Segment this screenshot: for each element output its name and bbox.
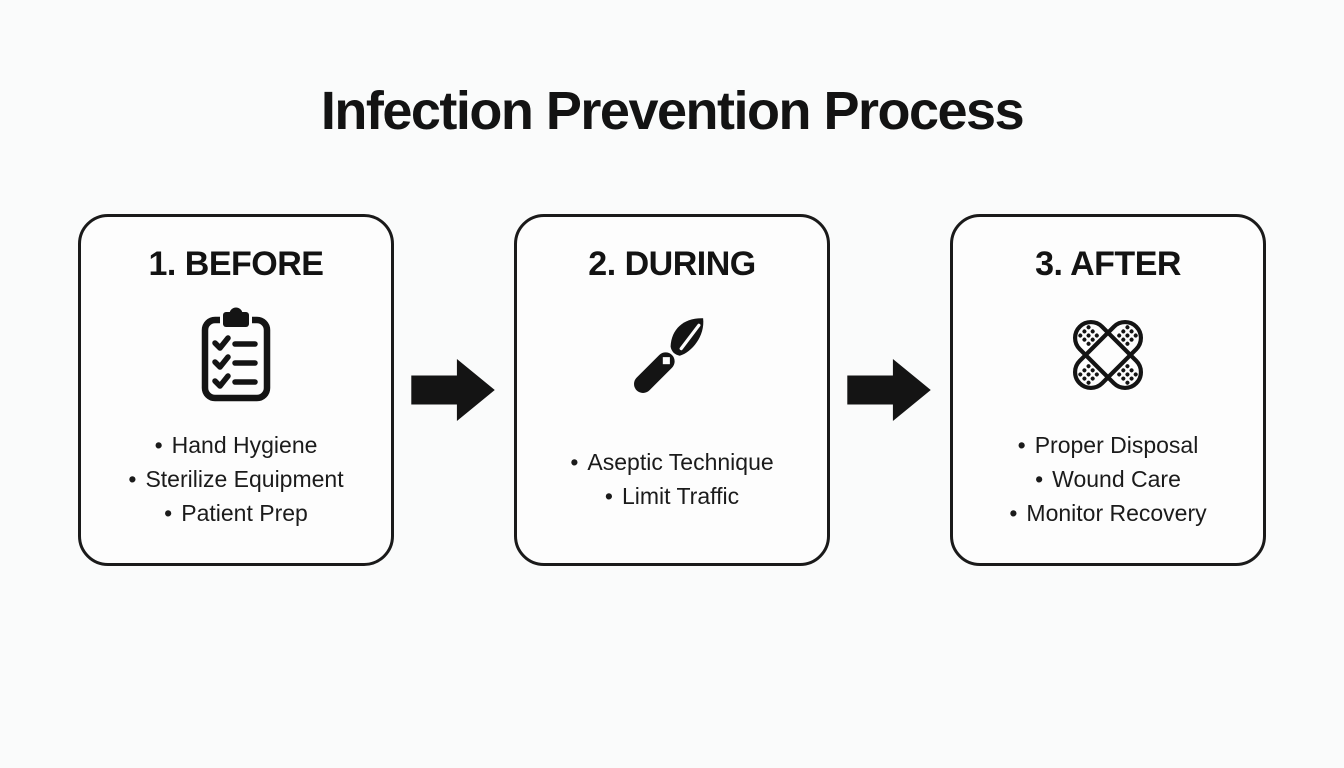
bullet: • xyxy=(1035,466,1044,492)
list-item-text: Proper Disposal xyxy=(1034,432,1199,458)
bullet: • xyxy=(154,432,163,458)
step-card-during: 2. DURING • Aseptic Technique • Limit Traf… xyxy=(514,214,830,566)
step-card-after: 3. AFTER xyxy=(950,214,1266,566)
page-title: Infection Prevention Process xyxy=(320,81,1025,141)
process-flow-row: 1. BEFORE •Hand Hygiene •Sterilize xyxy=(0,214,1344,566)
list-item: • Aseptic Technique xyxy=(570,445,773,479)
step-title-after: 3. AFTER xyxy=(1035,245,1181,283)
list-item: • Hand Hygiene xyxy=(128,428,343,462)
bullet: • xyxy=(1017,432,1026,458)
step-title-before: 1. BEFORE xyxy=(148,245,324,283)
bullet: • xyxy=(604,483,613,509)
list-item-text: Hand Hygiene xyxy=(171,432,318,458)
list-item: • Monitor Recovery xyxy=(1009,496,1206,530)
list-item: • Sterilize Equipment xyxy=(128,462,343,496)
checklist-clipboard-icon xyxy=(199,296,273,414)
list-item-text: Limit Traffic xyxy=(621,483,740,509)
bullet: • xyxy=(570,449,579,475)
bullet: • xyxy=(164,500,173,526)
scalpel-icon xyxy=(619,296,725,414)
step-items-after: • Proper Disposal • Wound Care • Monitor Re… xyxy=(1009,418,1206,540)
list-item-text: Monitor Recovery xyxy=(1026,500,1207,526)
list-item-text: Sterilize Equipment xyxy=(145,466,344,492)
list-item-text: Patient Prep xyxy=(181,500,308,526)
list-item-text: Aseptic Technique xyxy=(587,449,774,475)
list-item: • Limit Traffic xyxy=(570,479,773,513)
list-item: • Wound Care xyxy=(1009,462,1206,496)
bullet: • xyxy=(1009,500,1018,526)
arrow-right-icon xyxy=(847,357,933,423)
bullet: • xyxy=(128,466,137,492)
step-items-during: • Aseptic Technique • Limit Traffic xyxy=(570,418,773,540)
list-item: • Proper Disposal xyxy=(1009,428,1206,462)
step-items-before: • Hand Hygiene • Sterilize Equipment • Pati… xyxy=(128,418,343,540)
list-item: • Patient Prep xyxy=(128,496,343,530)
list-item-text: Wound Care xyxy=(1052,466,1181,492)
arrow-right-icon xyxy=(411,357,497,423)
step-title-during: 2. DURING xyxy=(588,245,756,283)
step-card-before: 1. BEFORE •Hand Hygiene •Sterilize xyxy=(78,214,394,566)
crossed-bandages-icon xyxy=(1058,296,1158,414)
